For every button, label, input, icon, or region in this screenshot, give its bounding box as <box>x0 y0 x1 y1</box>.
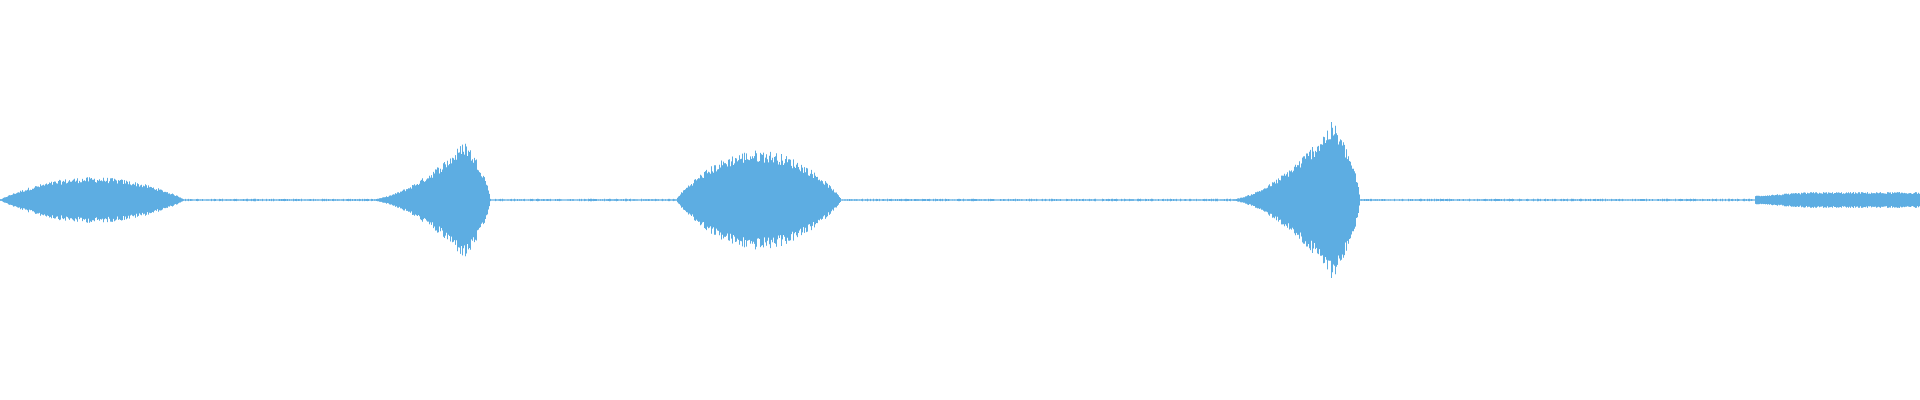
waveform-bars <box>0 120 1920 280</box>
waveform-burst-3 <box>676 150 841 250</box>
waveform-path <box>0 122 1920 278</box>
waveform-burst-1 <box>0 177 184 223</box>
waveform-burst-4 <box>1225 120 1359 280</box>
waveform-burst-2 <box>365 140 490 260</box>
waveform-burst-5 <box>1755 192 1920 208</box>
